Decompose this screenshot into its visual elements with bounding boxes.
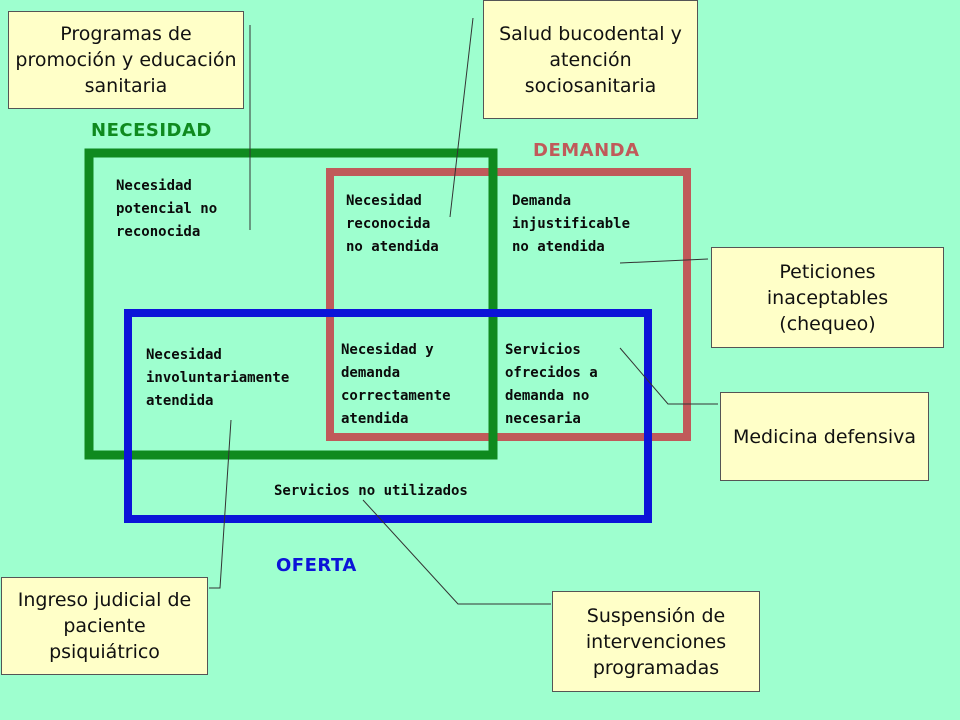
connector-medicina	[619, 347, 718, 405]
callout-suspension: Suspensión de intervenciones programadas	[552, 591, 760, 692]
demanda-rect	[326, 168, 691, 441]
set-label-demanda: DEMANDA	[533, 140, 640, 161]
region-necesidad-reconocida: Necesidad reconocida no atendida	[346, 193, 439, 255]
connector-peticiones	[619, 258, 709, 264]
callout-medicina: Medicina defensiva	[720, 392, 929, 481]
set-label-necesidad: NECESIDAD	[91, 120, 212, 141]
callout-programas: Programas de promoción y educación sanit…	[8, 11, 244, 109]
region-correctamente-atendida: Necesidad y demanda correctamente atendi…	[341, 342, 451, 427]
callout-salud: Salud bucodental y atención sociosanitar…	[483, 0, 698, 119]
region-necesidad-potencial: Necesidad potencial no reconocida	[116, 178, 218, 240]
connector-suspension	[362, 499, 551, 605]
region-servicios-no-utilizados: Servicios no utilizados	[274, 483, 468, 499]
region-servicios-ofrecidos: Servicios ofrecidos a demanda no necesar…	[505, 342, 598, 427]
region-demanda-injustificable: Demanda injustificable no atendida	[512, 193, 631, 255]
oferta-rect	[124, 309, 652, 523]
set-label-oferta: OFERTA	[276, 555, 357, 576]
callout-ingreso: Ingreso judicial de paciente psiquiátric…	[1, 577, 208, 675]
region-necesidad-involuntaria: Necesidad involuntariamente atendida	[146, 347, 290, 409]
connector-ingreso	[209, 419, 232, 589]
necesidad-rect	[84, 148, 498, 460]
callout-peticiones: Peticiones inaceptables (chequeo)	[711, 247, 944, 348]
connector-salud	[449, 17, 474, 218]
